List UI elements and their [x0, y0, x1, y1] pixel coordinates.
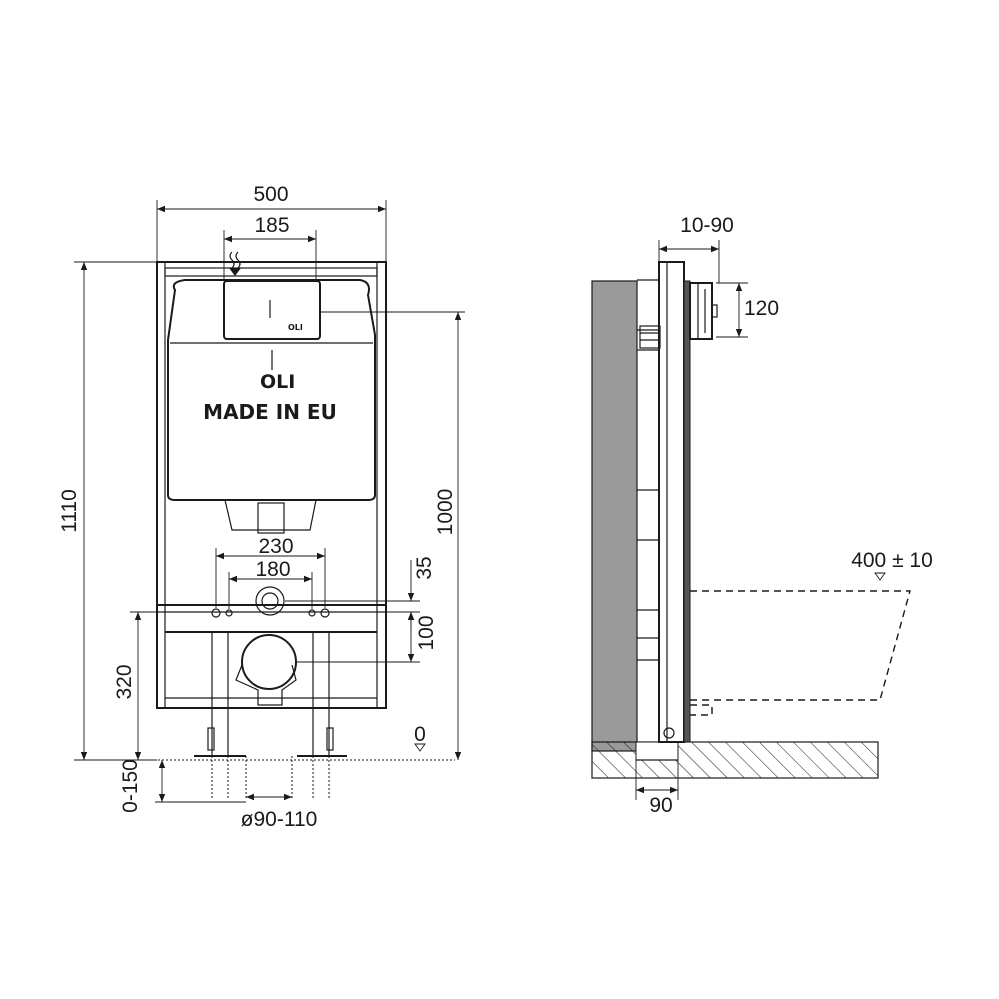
dim-500-label: 500: [253, 183, 288, 206]
dim-0-150: 0-150: [119, 759, 246, 813]
dim-90: 90: [635, 760, 679, 817]
front-frame: [150, 261, 455, 800]
floor-slab: [591, 741, 879, 779]
dim-35-label: 35: [413, 556, 436, 579]
water-inlet-arrow-icon: [229, 251, 241, 276]
dim-320-label: 320: [113, 664, 136, 699]
dim-320: 320: [113, 611, 212, 760]
floor-zero-label: 0: [414, 723, 426, 746]
side-frame: [636, 261, 685, 761]
dim-1000: 100 0: [320, 311, 465, 760]
dim-1000-label: 1000: [434, 489, 457, 536]
flush-button-side: [689, 282, 718, 340]
wc-bowl-outline: [690, 590, 911, 716]
dim-90-label: 90: [649, 794, 672, 817]
side-view: 10-90 120 400 ± 10 90: [591, 214, 933, 817]
dim-500: 500: [156, 183, 387, 262]
dim-10-90: 10-90: [658, 214, 734, 283]
dim-100: 100: [296, 612, 438, 663]
dim-180: 180: [228, 558, 313, 609]
brand-small-label: OLI: [288, 323, 303, 332]
dim-180-label: 180: [255, 558, 290, 581]
wall-section: [591, 280, 638, 752]
dim-pipe-diameter: ø90-110: [241, 793, 318, 831]
dim-1110-label: 1110: [58, 489, 81, 533]
dim-10-90-label: 10-90: [680, 214, 734, 237]
dim-1110: 1110: [58, 261, 157, 761]
dim-120: 120: [716, 282, 779, 338]
cover-panel: [683, 280, 691, 743]
dim-100-label: 100: [415, 615, 438, 650]
dim-185: 185: [223, 214, 317, 281]
dim-230-label: 230: [258, 535, 293, 558]
dim-400: 400 ± 10: [851, 549, 933, 581]
floor-level-marker: 0: [414, 723, 426, 752]
dim-185-label: 185: [254, 214, 289, 237]
dim-35: 35: [285, 556, 436, 630]
dim-400-label: 400 ± 10: [851, 549, 933, 572]
brand-large-label: OLI: [260, 371, 295, 393]
flush-button-panel: OLI: [223, 280, 321, 370]
made-in-label: MADE IN EU: [203, 400, 337, 424]
dim-230: 230: [215, 535, 326, 608]
dim-120-label: 120: [744, 297, 779, 320]
dim-pipe-diameter-label: ø90-110: [241, 808, 318, 831]
dim-0-150-label: 0-150: [119, 759, 142, 813]
front-view: OLI OLI MADE IN EU 500 185: [58, 183, 465, 831]
